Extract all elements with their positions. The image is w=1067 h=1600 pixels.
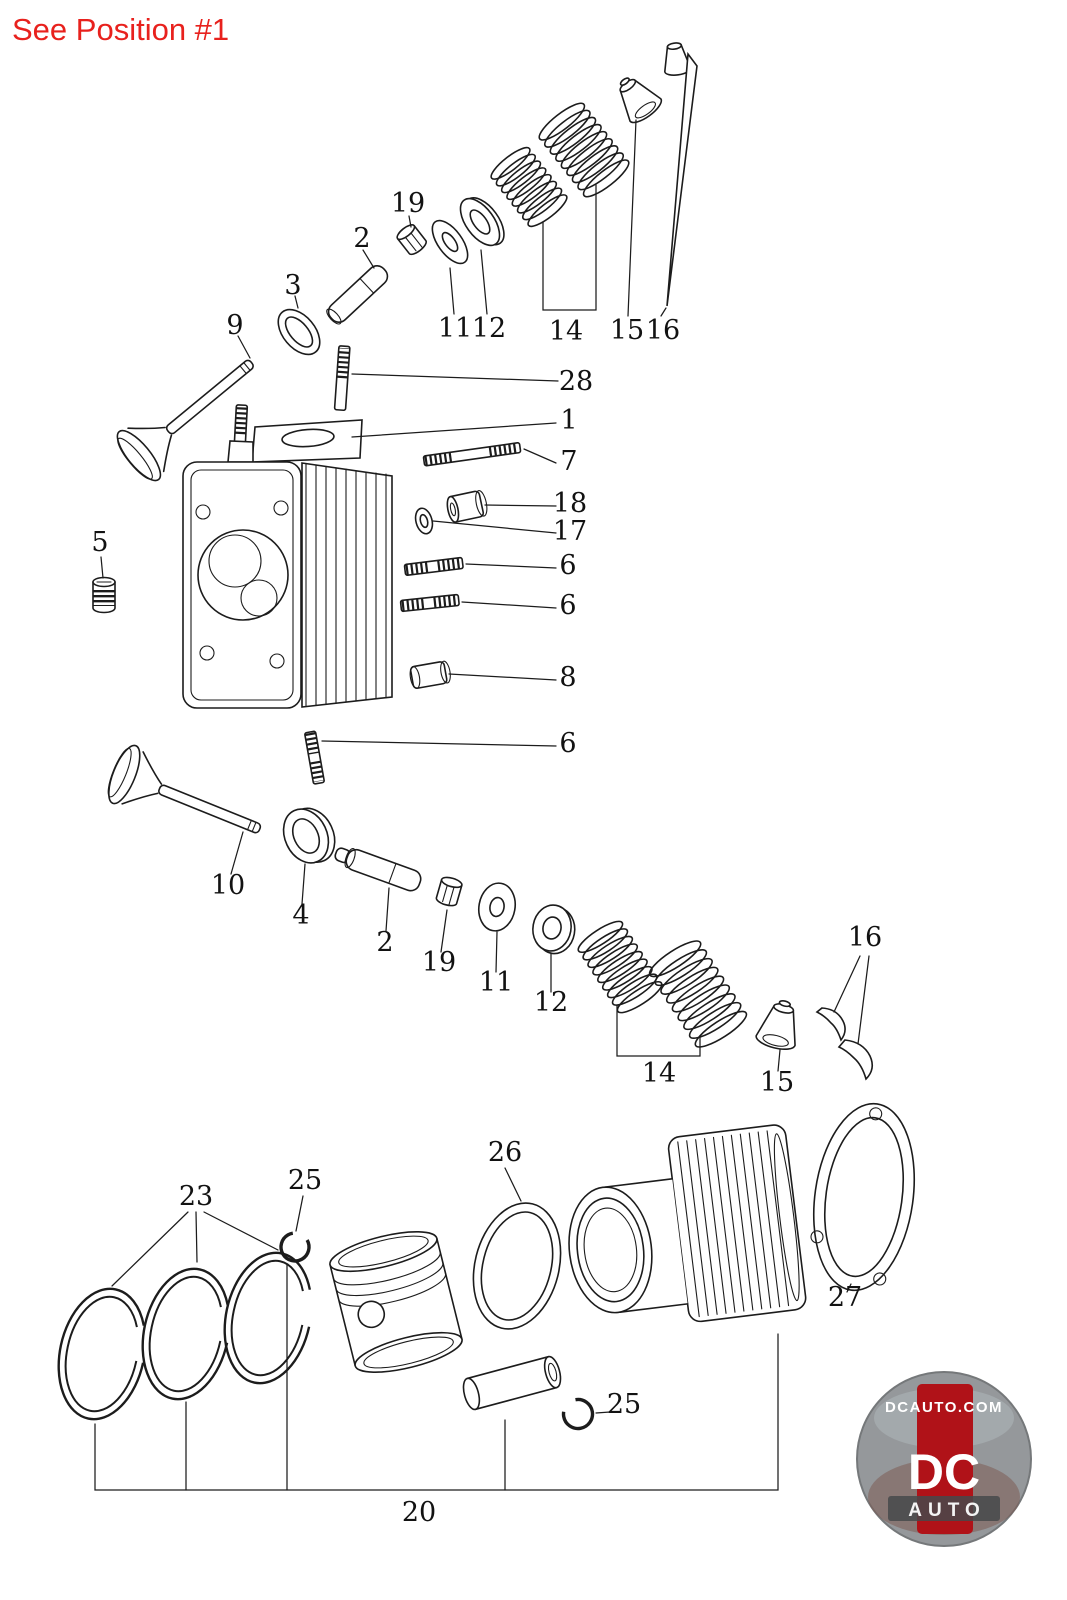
valve-guide-2-bottom bbox=[334, 847, 422, 892]
dcauto-logo: DCAUTO.COM DC AUTO bbox=[856, 1371, 1032, 1547]
cap-nut-19-bottom bbox=[435, 876, 463, 907]
circlip-25-top bbox=[279, 1231, 311, 1263]
keeper-wedge-16 bbox=[666, 51, 698, 307]
logo-dc-text: DC bbox=[908, 1444, 980, 1500]
part-label-8: 8 bbox=[559, 662, 576, 693]
stud-7 bbox=[422, 442, 522, 467]
valve-keeper-16b-bottom bbox=[837, 1039, 874, 1081]
part-labels: 9 3 2 19 11 12 14 15 16 28 1 7 18 17 6 6… bbox=[91, 188, 882, 1528]
part-label-11-bottom: 11 bbox=[479, 967, 513, 998]
part-label-9: 9 bbox=[226, 310, 243, 341]
logo-dark-band bbox=[888, 1496, 1000, 1521]
intake-valve-10 bbox=[107, 744, 262, 834]
part-label-20: 20 bbox=[402, 1497, 436, 1528]
part-label-16-top: 16 bbox=[646, 315, 680, 346]
circlip-25-bottom bbox=[561, 1397, 595, 1431]
part-label-26: 26 bbox=[488, 1137, 522, 1168]
valve-keeper-16-top bbox=[663, 42, 692, 76]
o-ring-26 bbox=[472, 1202, 562, 1330]
spring-retainer-15-bottom bbox=[755, 1000, 796, 1050]
cap-nut-19-top bbox=[396, 224, 427, 256]
part-label-28: 28 bbox=[559, 366, 593, 397]
stud-6a bbox=[403, 556, 464, 577]
washer-11-bottom bbox=[477, 882, 517, 932]
stud-6c bbox=[304, 730, 325, 785]
part-label-5: 5 bbox=[91, 527, 108, 558]
washer-17 bbox=[414, 507, 434, 535]
stud-6b bbox=[399, 593, 460, 613]
part-label-2-bottom: 2 bbox=[376, 927, 393, 958]
part-label-14-bottom: 14 bbox=[642, 1058, 676, 1089]
valve-stem-seal-3 bbox=[277, 308, 321, 356]
part-label-1: 1 bbox=[560, 405, 577, 436]
part-label-7: 7 bbox=[560, 446, 577, 477]
sleeve-18 bbox=[446, 490, 488, 523]
gasket-27 bbox=[810, 1102, 916, 1292]
part-label-15-top: 15 bbox=[610, 315, 644, 346]
part-label-15-bottom: 15 bbox=[760, 1067, 794, 1098]
part-label-27: 27 bbox=[828, 1282, 862, 1313]
part-label-19-top: 19 bbox=[391, 188, 425, 219]
valve-stem-seal-4 bbox=[282, 807, 336, 864]
plug-5 bbox=[92, 576, 116, 614]
exhaust-valve-9 bbox=[116, 359, 254, 482]
part-label-25-bottom: 25 bbox=[607, 1389, 641, 1420]
part-label-6b: 6 bbox=[559, 590, 576, 621]
valve-spring-outer-top bbox=[538, 102, 630, 198]
part-label-16-bottom: 16 bbox=[848, 922, 882, 953]
valve-keeper-16a-bottom bbox=[815, 1007, 846, 1042]
logo-auto-text: AUTO bbox=[908, 1500, 985, 1521]
piston-ring-2 bbox=[141, 1267, 231, 1401]
dowel-8 bbox=[409, 660, 451, 689]
stud-28 bbox=[333, 345, 351, 412]
part-label-18: 18 bbox=[553, 488, 587, 519]
valve-spring-inner-top bbox=[490, 146, 568, 228]
part-label-25-top: 25 bbox=[288, 1165, 322, 1196]
leader-lines bbox=[94, 119, 870, 1491]
see-position-link[interactable]: See Position #1 bbox=[12, 12, 229, 47]
part-label-17: 17 bbox=[553, 516, 587, 547]
cylinder-barrel bbox=[568, 1124, 807, 1323]
part-label-2-top: 2 bbox=[353, 223, 370, 254]
cylinder-head-1 bbox=[182, 419, 393, 709]
part-label-6a: 6 bbox=[559, 550, 576, 581]
part-label-12-bottom: 12 bbox=[534, 987, 568, 1018]
piston-pin bbox=[462, 1355, 562, 1411]
spring-seat-12-top bbox=[459, 197, 505, 247]
spring-retainer-15-top bbox=[619, 77, 663, 124]
part-label-4: 4 bbox=[292, 900, 309, 931]
logo-site-text: DCAUTO.COM bbox=[885, 1399, 1003, 1416]
piston-20 bbox=[329, 1231, 463, 1373]
part-label-14-top: 14 bbox=[549, 316, 583, 347]
valve-guide-2-top bbox=[326, 265, 389, 325]
spring-seat-12-bottom bbox=[532, 904, 576, 955]
part-label-3: 3 bbox=[284, 270, 301, 301]
part-label-12-top: 12 bbox=[472, 313, 506, 344]
part-label-19-bottom: 19 bbox=[422, 947, 456, 978]
part-label-6c: 6 bbox=[559, 728, 576, 759]
valve-spring-outer-bottom bbox=[648, 940, 748, 1048]
washer-11-top bbox=[431, 219, 469, 265]
part-label-10: 10 bbox=[211, 870, 245, 901]
part-label-11-top: 11 bbox=[438, 313, 472, 344]
part-label-23: 23 bbox=[179, 1181, 213, 1212]
